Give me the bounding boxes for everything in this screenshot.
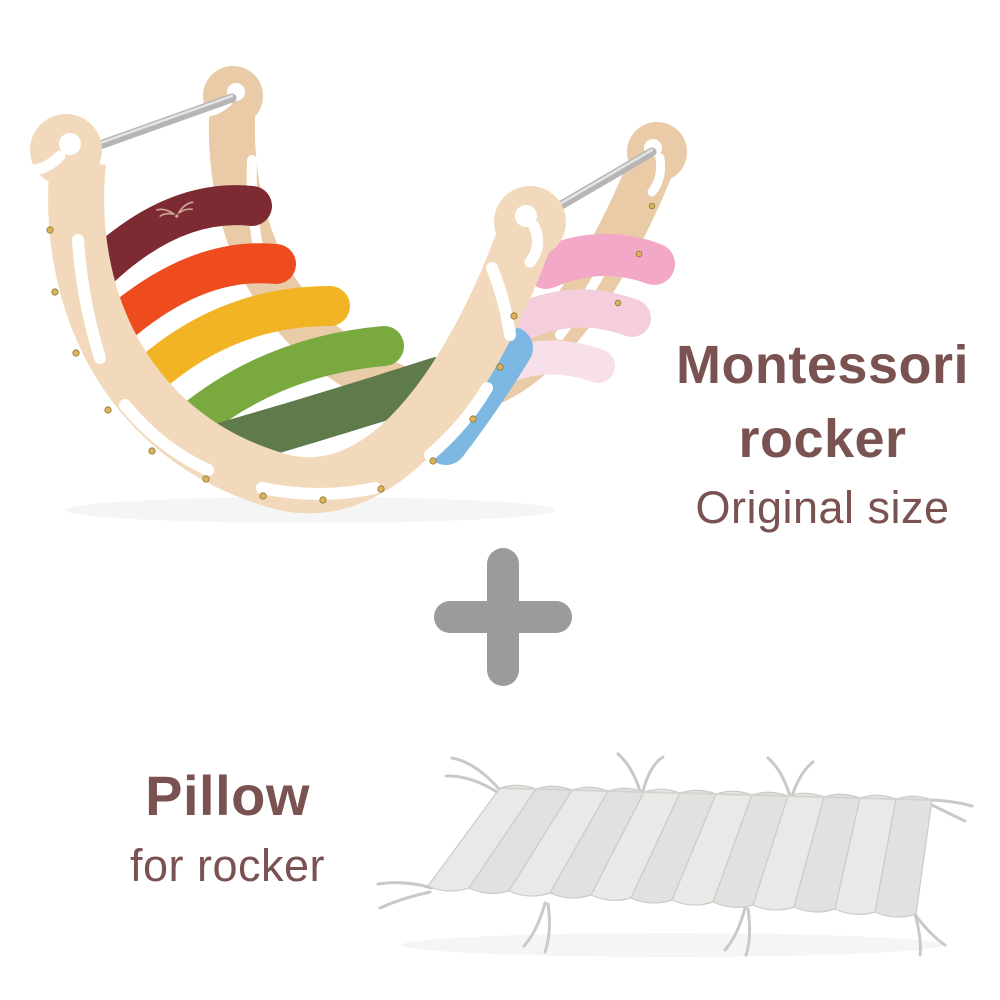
panel-slot-cutout: [72, 234, 106, 364]
horn-curl-cutout: [59, 133, 81, 155]
rocker-product-image: [20, 66, 687, 523]
slat-pink: [525, 233, 675, 289]
plus-icon: [434, 548, 572, 686]
metal-bars: [81, 93, 657, 219]
horn-curl-cutout: [524, 220, 544, 268]
rocker-title: Montessori rocker Original size: [645, 338, 1000, 534]
slat-pale-pink: [503, 289, 651, 341]
pillow-tube: [874, 795, 933, 918]
rocker-subtitle: Original size: [695, 482, 950, 533]
pillow-tubes: [427, 784, 933, 918]
plus-horizontal-bar: [434, 601, 572, 633]
metal-bar-right-highlight: [544, 148, 654, 214]
horn-curl-cutout: [20, 150, 66, 176]
slat-green: [170, 326, 404, 444]
pillow-shadow: [402, 933, 942, 957]
metal-bar-right: [541, 147, 657, 219]
pillow-ties: [376, 752, 974, 957]
pillow-title: Pillow for rocker: [40, 768, 415, 892]
brand-wings-logo: [155, 201, 194, 218]
pillow-title-line1: Pillow: [145, 764, 310, 827]
panel-slot-cutout: [486, 262, 516, 341]
slat-orange: [94, 243, 296, 348]
metal-bar-left-highlight: [84, 94, 234, 150]
pillow-top-seam: [499, 787, 933, 801]
panel-slot-cutout: [119, 399, 214, 476]
screws: [46, 202, 656, 504]
rocker-title-line2: rocker: [738, 409, 907, 469]
pillow-product-image: [376, 752, 974, 957]
metal-bar-left: [81, 93, 237, 155]
pillow-subtitle: for rocker: [129, 840, 326, 891]
slat-yellow: [120, 286, 350, 404]
panel-slot-cutout: [256, 482, 381, 500]
rocker-title-line1: Montessori: [675, 335, 970, 395]
panel-slot-cutout: [424, 382, 493, 461]
front-panel-cutouts: [20, 133, 544, 500]
horn-curl-cutout: [647, 153, 666, 197]
